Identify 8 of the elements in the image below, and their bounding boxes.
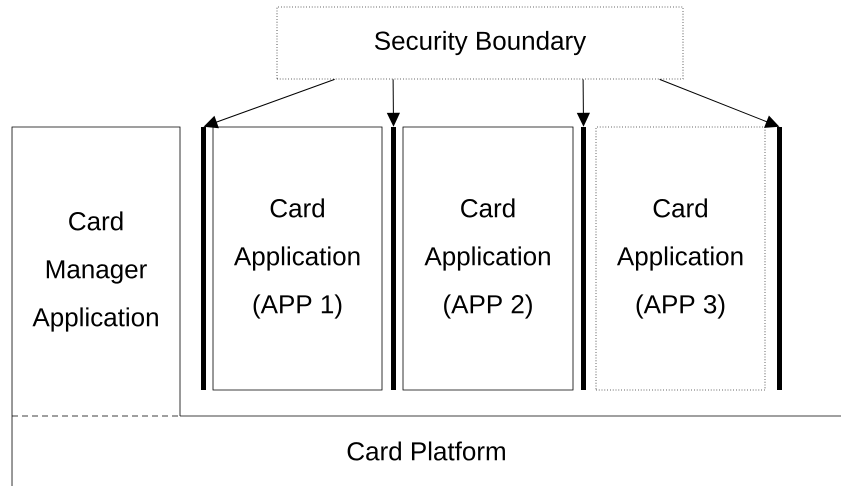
manager-box: Card Manager Application (12, 126, 180, 416)
application-box: Card Application (APP 2) (402, 126, 574, 390)
boundary-box: Security Boundary (276, 6, 684, 80)
boundary-bar (201, 127, 206, 390)
boundary-bar (777, 127, 782, 390)
platform-band: Card Platform (12, 416, 841, 486)
application-box: Card Application (APP 3) (596, 126, 766, 390)
application-box: Card Application (APP 1) (212, 126, 382, 390)
